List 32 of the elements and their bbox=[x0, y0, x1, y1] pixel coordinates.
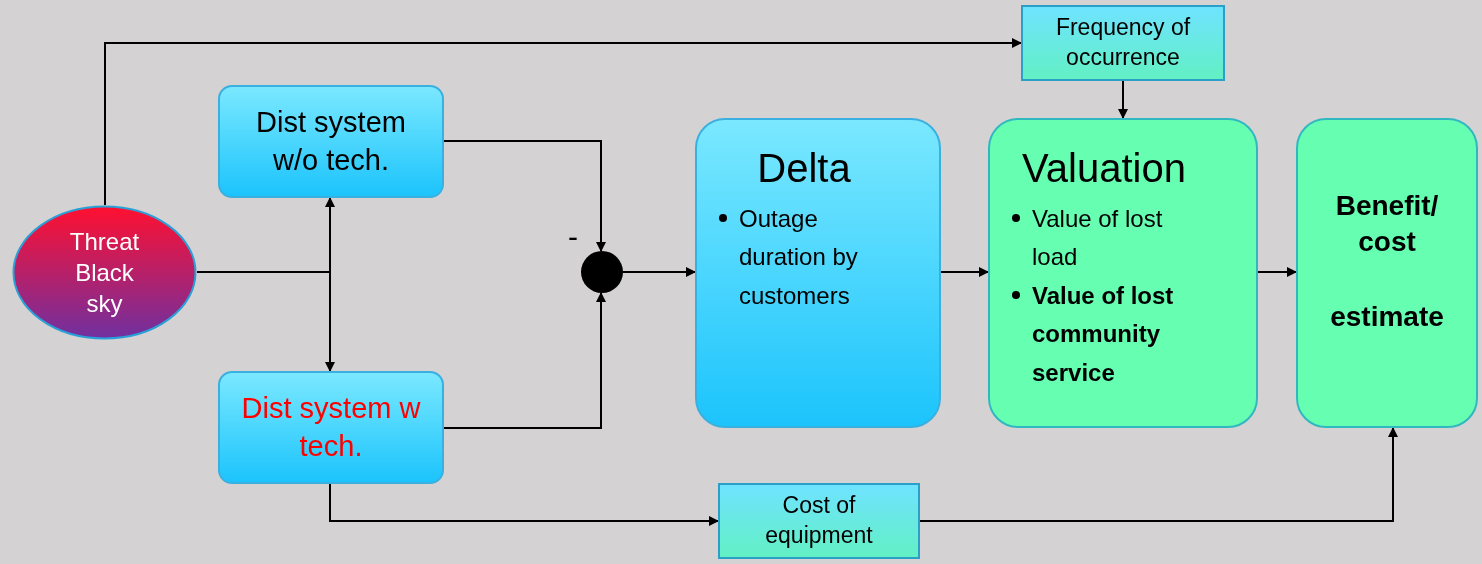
node-label: Dist system w tech. bbox=[240, 390, 422, 464]
arrow bbox=[443, 292, 606, 429]
node-label: Threat Black sky bbox=[68, 226, 141, 320]
bullet-item: Value of lost community service bbox=[1032, 280, 1175, 388]
arrow bbox=[1257, 267, 1297, 277]
process-box bbox=[218, 371, 444, 484]
arrow bbox=[329, 483, 719, 526]
bullet-item: Value of lost load bbox=[1032, 204, 1164, 273]
box-heading: Delta bbox=[757, 145, 851, 192]
valuation-box bbox=[988, 118, 1258, 428]
node-label: estimate bbox=[1329, 299, 1445, 334]
sign-label: - bbox=[568, 220, 578, 254]
arrow bbox=[919, 427, 1398, 522]
arrow bbox=[443, 140, 606, 252]
node-label: Frequency of occurrence bbox=[1054, 13, 1192, 72]
process-box bbox=[218, 85, 444, 198]
result-box bbox=[1296, 118, 1478, 428]
threat-ellipse bbox=[12, 205, 197, 340]
input-box bbox=[1021, 5, 1225, 81]
arrow bbox=[622, 267, 696, 277]
arrow bbox=[1118, 80, 1128, 119]
node-label: Dist system w/o tech. bbox=[255, 104, 407, 178]
box-heading: Valuation bbox=[1022, 145, 1186, 192]
process-box bbox=[695, 118, 941, 428]
input-box bbox=[718, 483, 920, 559]
summing-junction bbox=[581, 251, 623, 293]
arrow bbox=[940, 267, 989, 277]
node-label: Benefit/ cost bbox=[1334, 189, 1440, 260]
arrow bbox=[196, 271, 335, 372]
bullet-item: Outage duration by customers bbox=[739, 204, 859, 311]
arrow bbox=[104, 38, 1022, 206]
node-label: Cost of equipment bbox=[764, 491, 874, 550]
